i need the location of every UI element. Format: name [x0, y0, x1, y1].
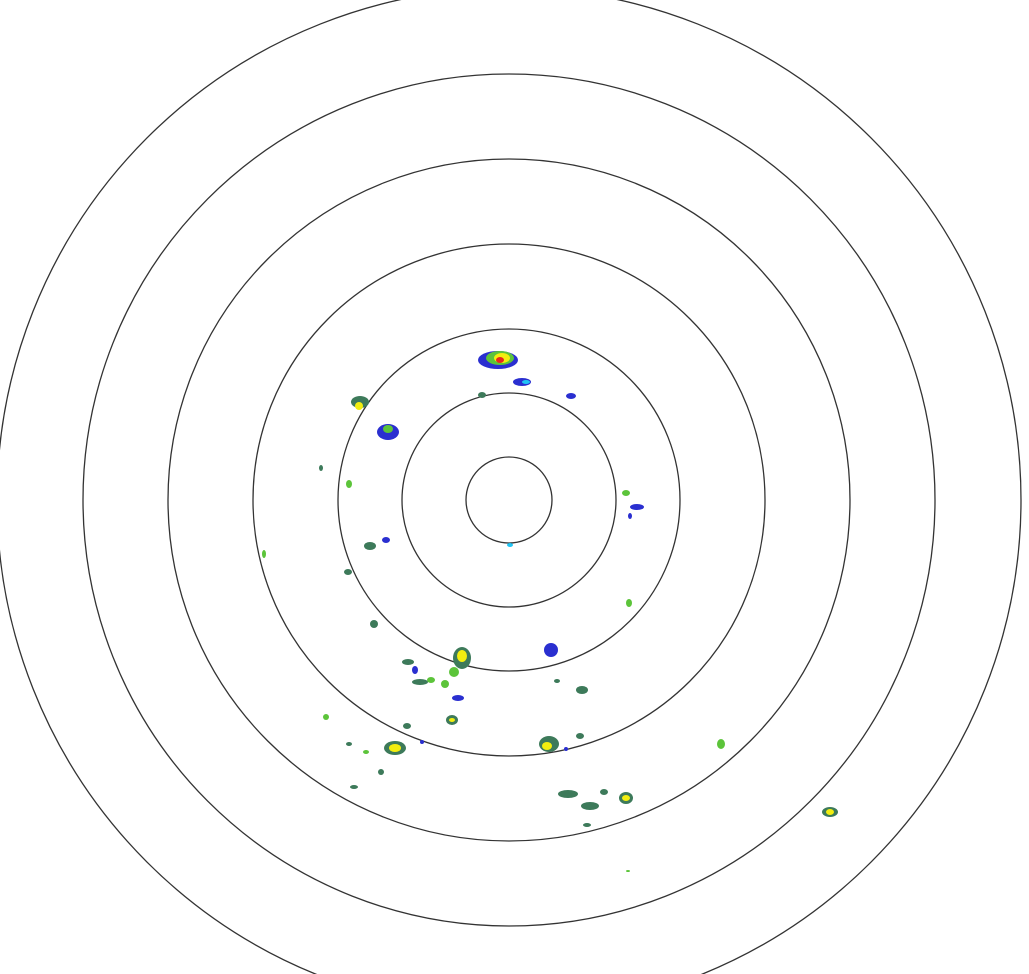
echo-cyan	[507, 543, 513, 547]
range-ring-5	[167, 158, 851, 842]
echo-light	[566, 393, 576, 399]
echo-light	[412, 666, 418, 674]
echo-light	[628, 513, 632, 519]
echo-strong	[355, 402, 363, 410]
echo-moderate	[449, 667, 459, 677]
echo-weak	[576, 733, 584, 739]
echo-weak	[364, 542, 376, 550]
echo-cyan	[522, 380, 530, 384]
range-ring-1	[465, 456, 553, 544]
echo-moderate	[427, 677, 435, 683]
echo-moderate	[626, 870, 630, 872]
echo-strong	[389, 744, 401, 752]
range-ring-3	[337, 328, 681, 672]
echo-light	[420, 740, 424, 744]
echo-weak	[403, 723, 411, 729]
range-ring-2	[401, 392, 617, 608]
echo-weak	[402, 659, 414, 665]
echo-moderate	[441, 680, 449, 688]
echo-strong	[622, 795, 630, 801]
precipitation-echoes	[262, 351, 838, 872]
echo-moderate	[383, 425, 393, 433]
echo-weak	[346, 742, 352, 746]
echo-light	[564, 747, 568, 751]
echo-weak	[576, 686, 588, 694]
echo-weak	[412, 679, 428, 685]
echo-moderate	[717, 739, 725, 749]
echo-weak	[600, 789, 608, 795]
echo-weak	[350, 785, 358, 789]
echo-moderate	[262, 550, 266, 558]
echo-moderate	[323, 714, 329, 720]
echo-strong	[542, 742, 552, 750]
range-ring-4	[252, 243, 766, 757]
echo-weak	[378, 769, 384, 775]
echo-moderate	[346, 480, 352, 488]
echo-weak	[554, 679, 560, 683]
echo-weak	[478, 392, 486, 398]
echo-weak	[370, 620, 378, 628]
echo-moderate	[363, 750, 369, 754]
echo-light	[630, 504, 644, 510]
echo-intense	[496, 357, 504, 363]
echo-strong	[449, 718, 455, 722]
echo-weak	[581, 802, 599, 810]
echo-light	[544, 643, 558, 657]
echo-moderate	[622, 490, 630, 496]
echo-moderate	[626, 599, 632, 607]
echo-light	[452, 695, 464, 701]
echo-weak	[319, 465, 323, 471]
echo-weak	[558, 790, 578, 798]
echo-weak	[583, 823, 591, 827]
echo-weak	[344, 569, 352, 575]
range-ring-6	[82, 73, 936, 927]
echo-light	[382, 537, 390, 543]
echo-strong	[457, 650, 467, 662]
echo-strong	[826, 809, 834, 815]
